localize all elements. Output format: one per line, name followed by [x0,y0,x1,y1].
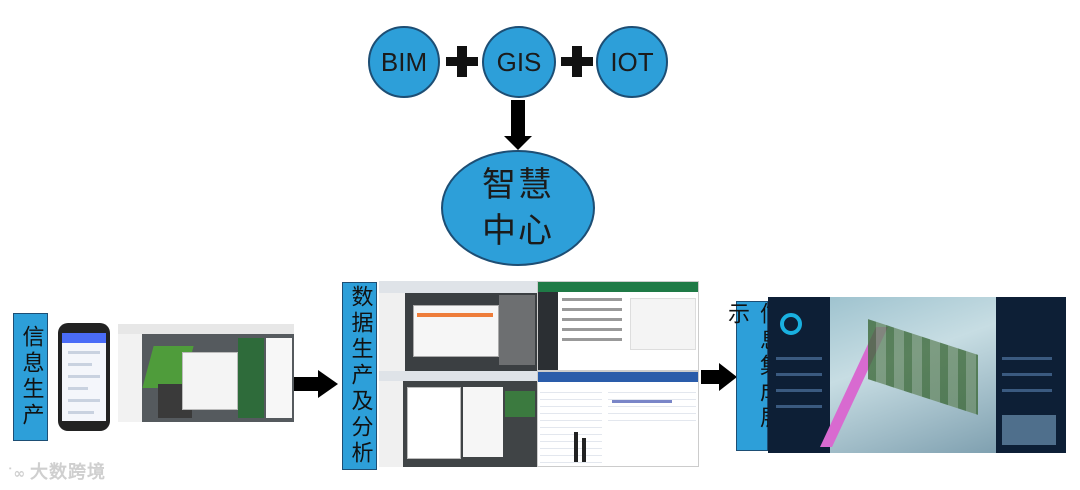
right-arrow-head [318,370,338,398]
watermark: ᐝ∞大数跨境 [8,458,106,484]
field-app-screenshot [118,324,294,422]
down-arrow-shaft [511,100,525,138]
phone-screenshot [58,323,110,431]
hub-line-2: 中心 [482,212,554,250]
plus-icon [572,46,582,77]
hub-line-1: 智慧 [482,166,554,204]
node-bim-label: BIM [380,46,428,77]
node-bim: BIM [368,26,440,98]
right-arrow-shaft [701,370,721,384]
node-iot-label: IOT [610,46,654,77]
stage-label-info-integration-display: 信息集成展示 [724,301,781,451]
right-arrow-head [719,363,737,391]
watermark-logo-icon: ᐝ∞ [8,466,26,482]
node-gis: GIS [482,26,556,98]
down-arrow-head [504,136,532,150]
plus-icon [457,46,467,77]
analysis-screenshot-1 [379,281,537,371]
watermark-text: 大数跨境 [30,462,106,483]
node-iot: IOT [596,26,668,98]
stage-label-data-production-analysis: 数据生产及分析 [342,282,377,470]
analysis-screenshot-3 [379,371,537,467]
analysis-screenshot-4 [537,371,699,467]
dashboard-screenshot [768,297,1066,453]
right-arrow-shaft [294,377,320,391]
hub-circle: 智慧 中心 [441,150,595,266]
node-gis-label: GIS [496,46,542,77]
analysis-screenshot-2 [537,281,699,371]
stage-label-info-production: 信息生产 [13,313,48,441]
